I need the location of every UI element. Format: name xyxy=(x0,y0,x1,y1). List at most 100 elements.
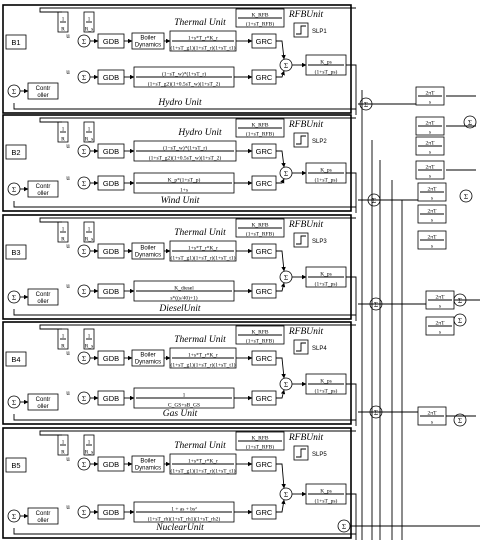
feedback-line xyxy=(39,324,356,330)
sigma-symbol: Σ xyxy=(374,301,378,309)
feedback-line xyxy=(39,7,356,13)
area-label: B2 xyxy=(11,148,20,157)
numerator: (1−sT_w)*(1+sT_r) xyxy=(163,145,207,152)
denominator: (1+sT_RFB) xyxy=(246,444,274,451)
input-u: u xyxy=(66,242,70,250)
subunit-title: Thermal Unit xyxy=(174,441,226,451)
sigma-symbol: Σ xyxy=(12,88,16,96)
numerator: 1+s*T_r*K_r xyxy=(188,459,218,465)
denominator: s xyxy=(429,130,431,136)
sigma-symbol: Σ xyxy=(284,62,288,70)
feedback-line xyxy=(13,528,356,535)
frequency-output xyxy=(346,64,357,115)
denominator: R_s xyxy=(85,137,94,143)
numerator: 2πT xyxy=(426,141,436,147)
feedback-line xyxy=(39,430,356,436)
input-u: u xyxy=(66,142,70,150)
area-label: B5 xyxy=(11,461,20,470)
sigma-symbol: Σ xyxy=(12,513,16,521)
sigma-symbol: Σ xyxy=(458,317,462,325)
unit-title: NuclearUnit xyxy=(155,523,204,533)
denominator: s xyxy=(431,420,433,426)
grc-label: GRC xyxy=(256,247,273,256)
denominator: s xyxy=(429,174,431,180)
denominator: (1+sT_RFB) xyxy=(246,21,274,28)
gdb-label: GDB xyxy=(103,394,119,403)
feedback-line xyxy=(13,201,356,208)
numerator: 1 xyxy=(62,17,65,23)
numerator: K_ps xyxy=(320,168,332,174)
denominator: (1+sT_rh)(1+sT_rh1)(1+sT_rh2) xyxy=(148,516,221,523)
denominator: R xyxy=(61,450,65,456)
denominator: (1+sT_ps) xyxy=(315,388,338,395)
slp-label: SLP4 xyxy=(312,346,327,352)
rfb-label: RFBUnit xyxy=(288,120,324,130)
frequency-output xyxy=(346,172,357,213)
grc-label: GRC xyxy=(256,460,273,469)
numerator: K_RFB xyxy=(251,223,268,229)
boiler-label: Boiler xyxy=(140,246,155,252)
grc-label: GRC xyxy=(256,394,273,403)
sigma-symbol: Σ xyxy=(464,193,468,201)
step-icon xyxy=(296,342,306,352)
sigma-symbol: Σ xyxy=(374,409,378,417)
area-frame xyxy=(2,427,352,539)
denominator: s xyxy=(429,100,431,106)
gdb-label: GDB xyxy=(103,147,119,156)
area-label-box xyxy=(5,34,27,50)
numerator: K_ps xyxy=(320,272,332,278)
numerator: 1+s*T_r*K_r xyxy=(188,353,218,359)
sigma-symbol: Σ xyxy=(82,355,86,363)
feedback-line xyxy=(13,103,356,110)
numerator: K_diesel xyxy=(174,286,194,292)
denominator: (1+sT_RFB) xyxy=(246,231,274,238)
gdb-label: GDB xyxy=(103,73,119,82)
boiler-label: Boiler xyxy=(140,36,155,42)
feedback-line xyxy=(39,217,356,223)
denominator: R_s xyxy=(85,237,94,243)
tie-line-network: 2πTs2πTs2πTs2πTs2πTs2πTs2πTs2πTs2πTs2πTs… xyxy=(337,86,480,540)
controller-label: Contr xyxy=(36,292,51,298)
area-frame xyxy=(2,4,352,114)
sigma-symbol: Σ xyxy=(82,38,86,46)
numerator: 1+s*T_r*K_r xyxy=(188,246,218,252)
denominator: (1+sT_g2)(1+0.5sT_w)(1+sT_2) xyxy=(148,81,221,88)
rfb-label: RFBUnit xyxy=(288,10,324,20)
area-label-box xyxy=(5,244,27,260)
feedback-line xyxy=(39,117,356,123)
sigma-symbol: Σ xyxy=(458,417,462,425)
controller-label: Contr xyxy=(36,184,51,190)
gdb-label: GDB xyxy=(103,508,119,517)
sigma-symbol: Σ xyxy=(12,294,16,302)
dynamics-label: Dynamics xyxy=(135,466,161,472)
denominator: (1+sT_ps) xyxy=(315,177,338,184)
sigma-symbol: Σ xyxy=(342,523,346,531)
input-u: u xyxy=(66,32,70,40)
denominator: R xyxy=(61,237,65,243)
numerator: K_ps xyxy=(320,489,332,495)
rfb-label: RFBUnit xyxy=(288,220,324,230)
sigma-symbol: Σ xyxy=(82,509,86,517)
denominator: (1+sT_RFB) xyxy=(246,338,274,345)
boiler-label: Boiler xyxy=(140,459,155,465)
denominator: 1+s xyxy=(180,188,188,194)
sigma-symbol: Σ xyxy=(12,186,16,194)
sigma-symbol: Σ xyxy=(284,274,288,282)
numerator: 2πT xyxy=(426,91,436,97)
unit-title: Hydro Unit xyxy=(157,98,202,108)
step-icon xyxy=(296,25,306,35)
unit-title: Gas Unit xyxy=(163,409,198,419)
denominator: (1+sT_g1)(1+sT_r)(1+sT_t1) xyxy=(171,255,236,262)
sigma-symbol: Σ xyxy=(82,395,86,403)
gdb-label: GDB xyxy=(103,354,119,363)
tie-summing-junction xyxy=(453,313,467,327)
numerator: 1 xyxy=(88,334,91,340)
numerator: K_ps xyxy=(320,379,332,385)
denominator: R_s xyxy=(85,344,94,350)
denominator: R xyxy=(61,344,65,350)
subunit-title: Thermal Unit xyxy=(174,18,226,28)
numerator: K_RFB xyxy=(251,13,268,19)
